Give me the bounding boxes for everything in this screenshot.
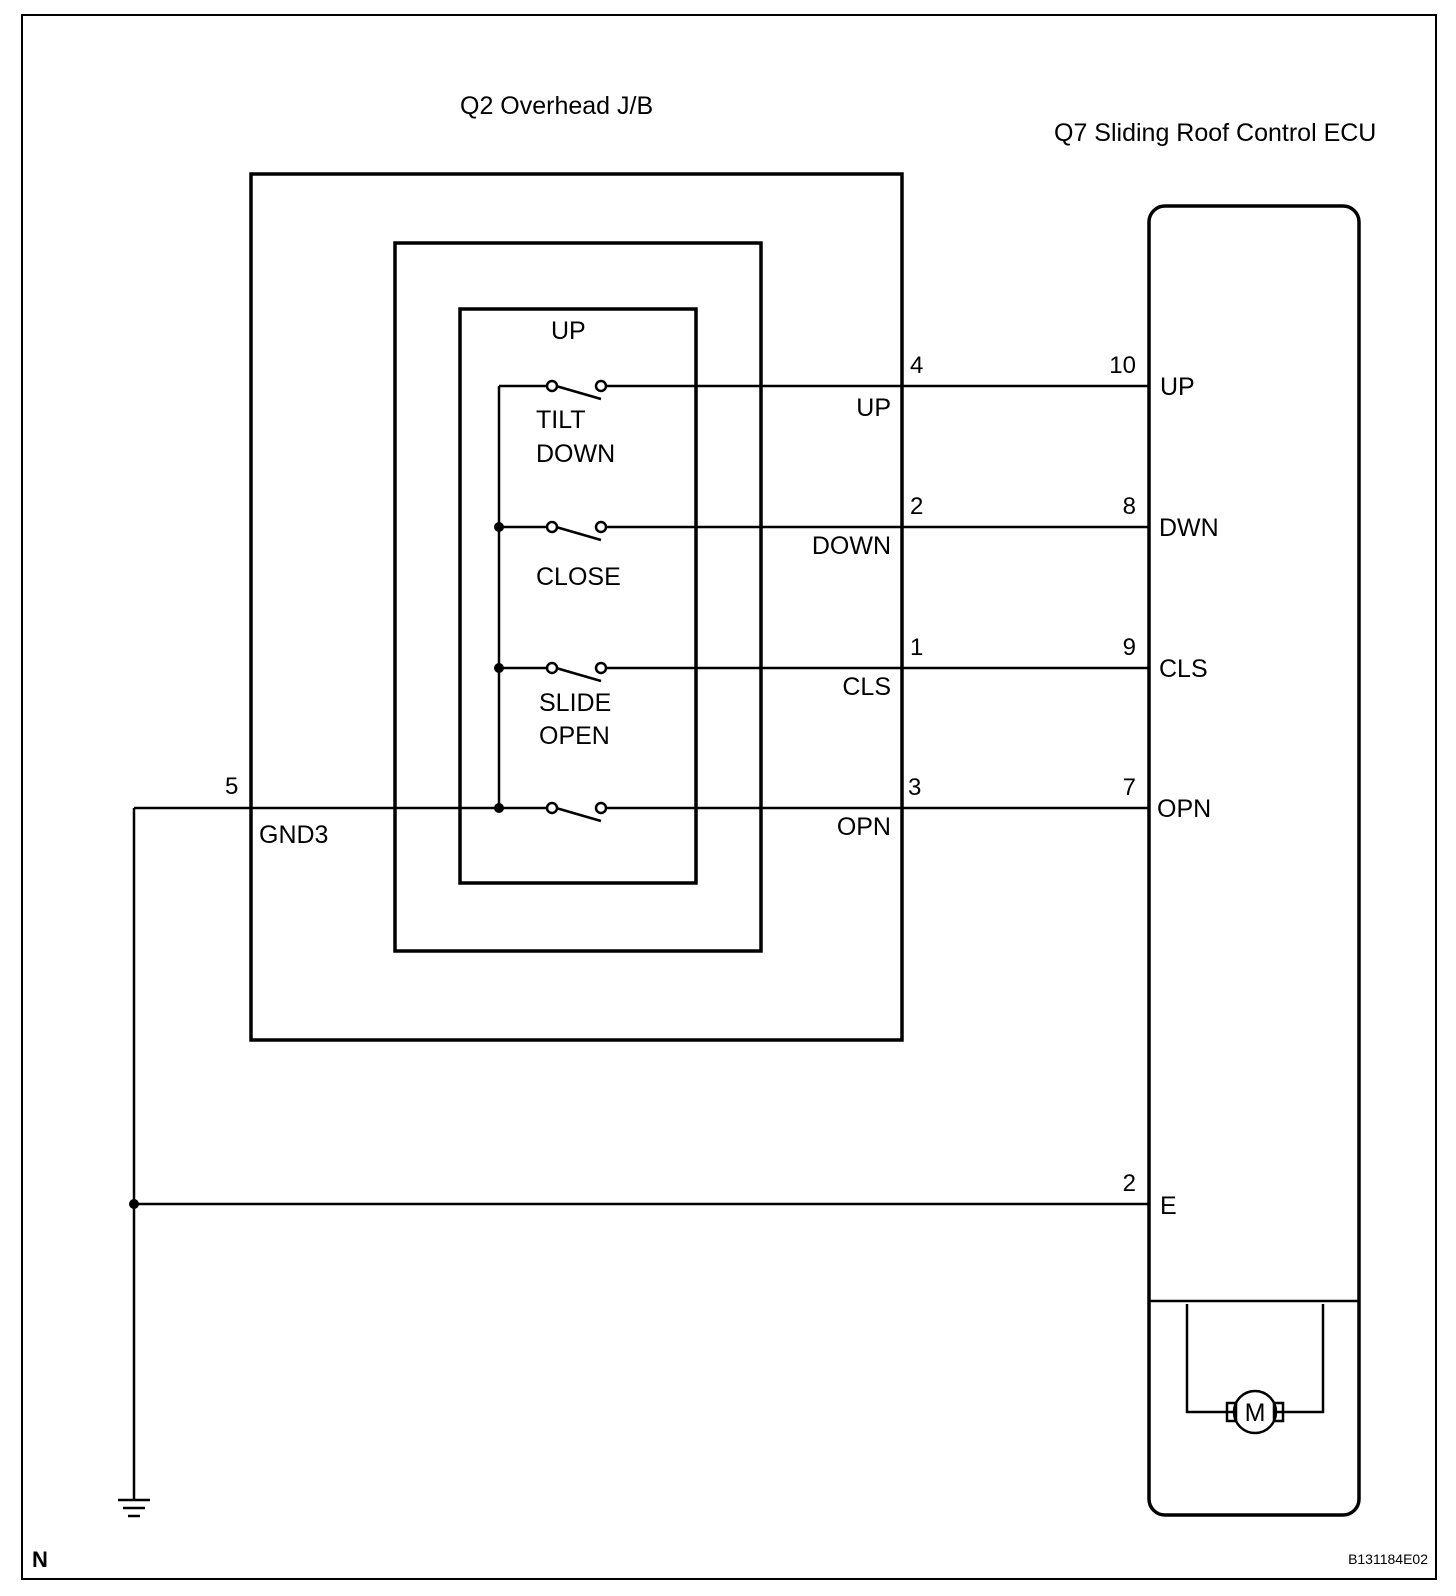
jb-pin-number: 3 (908, 774, 921, 801)
switch-tilt-up (545, 379, 608, 401)
motor-label: M (1245, 1399, 1266, 1427)
ecu-signal-name: UP (1160, 373, 1195, 401)
junction-dot (129, 1199, 139, 1209)
switch-label-tilt-down: DOWN (536, 440, 615, 468)
jb-pin-number: 1 (910, 634, 923, 661)
junction-block-middle-box (393, 241, 763, 953)
junction-dot (494, 803, 504, 813)
switch-group-label: UP (551, 317, 586, 345)
ecu-pin-number: 8 (1123, 493, 1136, 520)
ecu-pin-number: 9 (1123, 634, 1136, 661)
ecu-signal-name: DWN (1159, 514, 1219, 542)
jb-signal-name: DOWN (812, 532, 891, 560)
ecu-pin-number: 2 (1123, 1170, 1136, 1197)
figure-code: B131184E02 (1348, 1551, 1428, 1567)
ecu-pin-number: 7 (1123, 774, 1136, 801)
ecu-signal-name: E (1160, 1192, 1177, 1220)
junction-dot (494, 522, 504, 532)
jb-signal-name: OPN (837, 813, 891, 841)
jb-pin-number: 4 (910, 352, 923, 379)
ecu-title: Q7 Sliding Roof Control ECU (1054, 119, 1376, 147)
corner-label: N (32, 1547, 48, 1572)
ecu-signal-name: CLS (1159, 655, 1208, 683)
junction-block-title: Q2 Overhead J/B (460, 92, 653, 120)
jb-pin-number: 2 (910, 493, 923, 520)
jb-ground-signal-name: GND3 (259, 821, 328, 849)
switch-assembly-box (458, 307, 698, 885)
ground-symbol (118, 1498, 150, 1518)
jb-ground-pin-number: 5 (225, 773, 238, 800)
jb-signal-name: UP (856, 394, 891, 422)
switch-label-tilt: TILT (536, 406, 586, 434)
ecu-signal-name: OPN (1157, 795, 1211, 823)
jb-signal-name: CLS (842, 673, 891, 701)
switch-tilt-down (545, 520, 608, 542)
switch-slide-close (545, 661, 608, 683)
motor-circuit (1185, 1304, 1325, 1423)
switch-slide-open (545, 801, 608, 823)
motor-symbol (1232, 1389, 1278, 1435)
switch-label-slide-open: OPEN (539, 722, 610, 750)
ecu-body (1147, 204, 1361, 1517)
switch-label-close: CLOSE (536, 563, 621, 591)
switch-label-slide: SLIDE (539, 689, 611, 717)
junction-dot (494, 663, 504, 673)
ecu-pin-number: 10 (1109, 352, 1136, 379)
junction-block-outer-box (249, 172, 904, 1042)
diagram-frame (21, 14, 1437, 1580)
